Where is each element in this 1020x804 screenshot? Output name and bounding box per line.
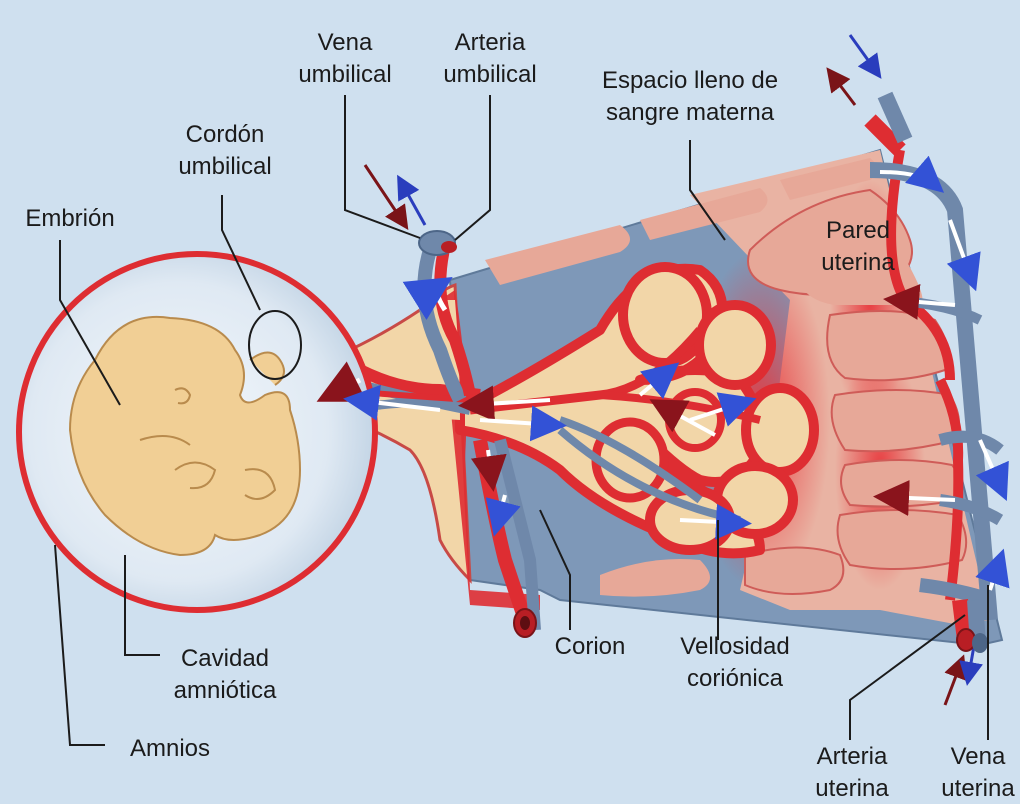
amniotic-sac [19, 254, 375, 610]
label-embrion: Embrión [25, 205, 114, 232]
fetal-in-arrow-top [850, 35, 878, 74]
maternal-in-arrow-top-vena [365, 165, 405, 225]
leader-vena-umbilical [345, 95, 420, 238]
maternal-in-arrow-bottom [945, 660, 962, 705]
maternal-out-arrow-top [830, 72, 855, 105]
label-corion: Corion [555, 633, 626, 660]
label-amnios: Amnios [130, 735, 210, 762]
leader-arteria-umbilical [455, 95, 490, 240]
fetal-out-arrow-top-vena [400, 180, 425, 225]
